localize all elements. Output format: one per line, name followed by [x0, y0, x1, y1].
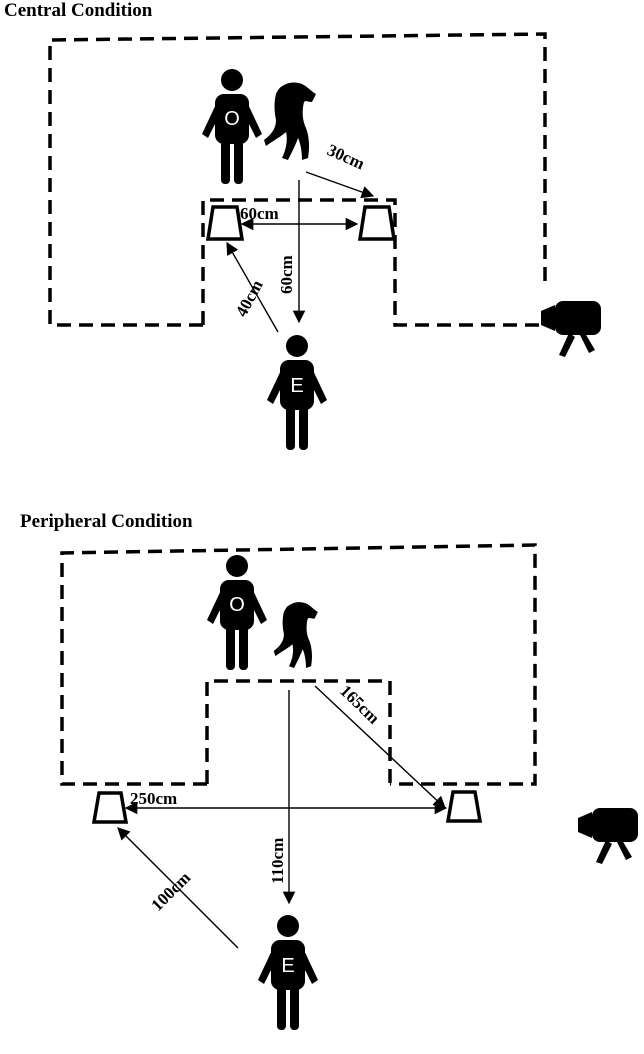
- dog-to-bucket-arrow: [305, 171, 375, 199]
- peripheral-observer-label: O: [229, 594, 245, 616]
- peripheral-experimenter-to-bucket-distance: 100cm: [147, 868, 194, 915]
- central-panel: Central Condition O 30cm 60cm 60cm 40cm …: [4, 0, 601, 450]
- central-title: Central Condition: [4, 0, 153, 21]
- peripheral-title: Peripheral Condition: [20, 511, 193, 532]
- peripheral-dog-to-bucket-distance: 165cm: [336, 681, 383, 727]
- experimenter-to-bucket-arrow: [226, 241, 279, 333]
- peripheral-observer-person-icon: O: [207, 555, 267, 670]
- experimenter-person-icon: E: [267, 335, 327, 450]
- between-buckets-distance: 60cm: [240, 204, 279, 223]
- peripheral-center-to-experimenter-distance: 110cm: [268, 838, 287, 884]
- central-enclosure-notch: [201, 198, 545, 327]
- left-bucket-icon: [205, 205, 245, 241]
- peripheral-dog-to-bucket-arrow: [314, 685, 446, 809]
- central-enclosure: [48, 32, 547, 327]
- center-to-experimenter-distance: 60cm: [277, 255, 296, 294]
- peripheral-between-buckets-distance: 250cm: [130, 789, 177, 808]
- experimenter-label: E: [290, 375, 303, 397]
- observer-person-icon: O: [202, 69, 262, 184]
- dog-to-bucket-distance: 30cm: [324, 140, 367, 173]
- peripheral-panel: Peripheral Condition O 165cm 250cm 110cm…: [20, 511, 638, 1030]
- peripheral-right-bucket-icon: [445, 790, 483, 823]
- camera-icon: [541, 301, 601, 357]
- observer-label: O: [224, 108, 240, 130]
- right-bucket-icon: [357, 205, 397, 241]
- dog-icon: [264, 82, 316, 160]
- peripheral-dog-icon: [273, 602, 318, 668]
- peripheral-camera-icon: [578, 808, 638, 864]
- experimenter-to-bucket-distance: 40cm: [232, 277, 267, 320]
- peripheral-enclosure-notch: [205, 679, 392, 784]
- peripheral-left-bucket-icon: [91, 791, 129, 824]
- peripheral-enclosure: [60, 543, 537, 786]
- peripheral-experimenter-person-icon: E: [258, 915, 318, 1030]
- peripheral-experimenter-to-bucket-arrow: [117, 827, 239, 949]
- peripheral-experimenter-label: E: [281, 955, 294, 977]
